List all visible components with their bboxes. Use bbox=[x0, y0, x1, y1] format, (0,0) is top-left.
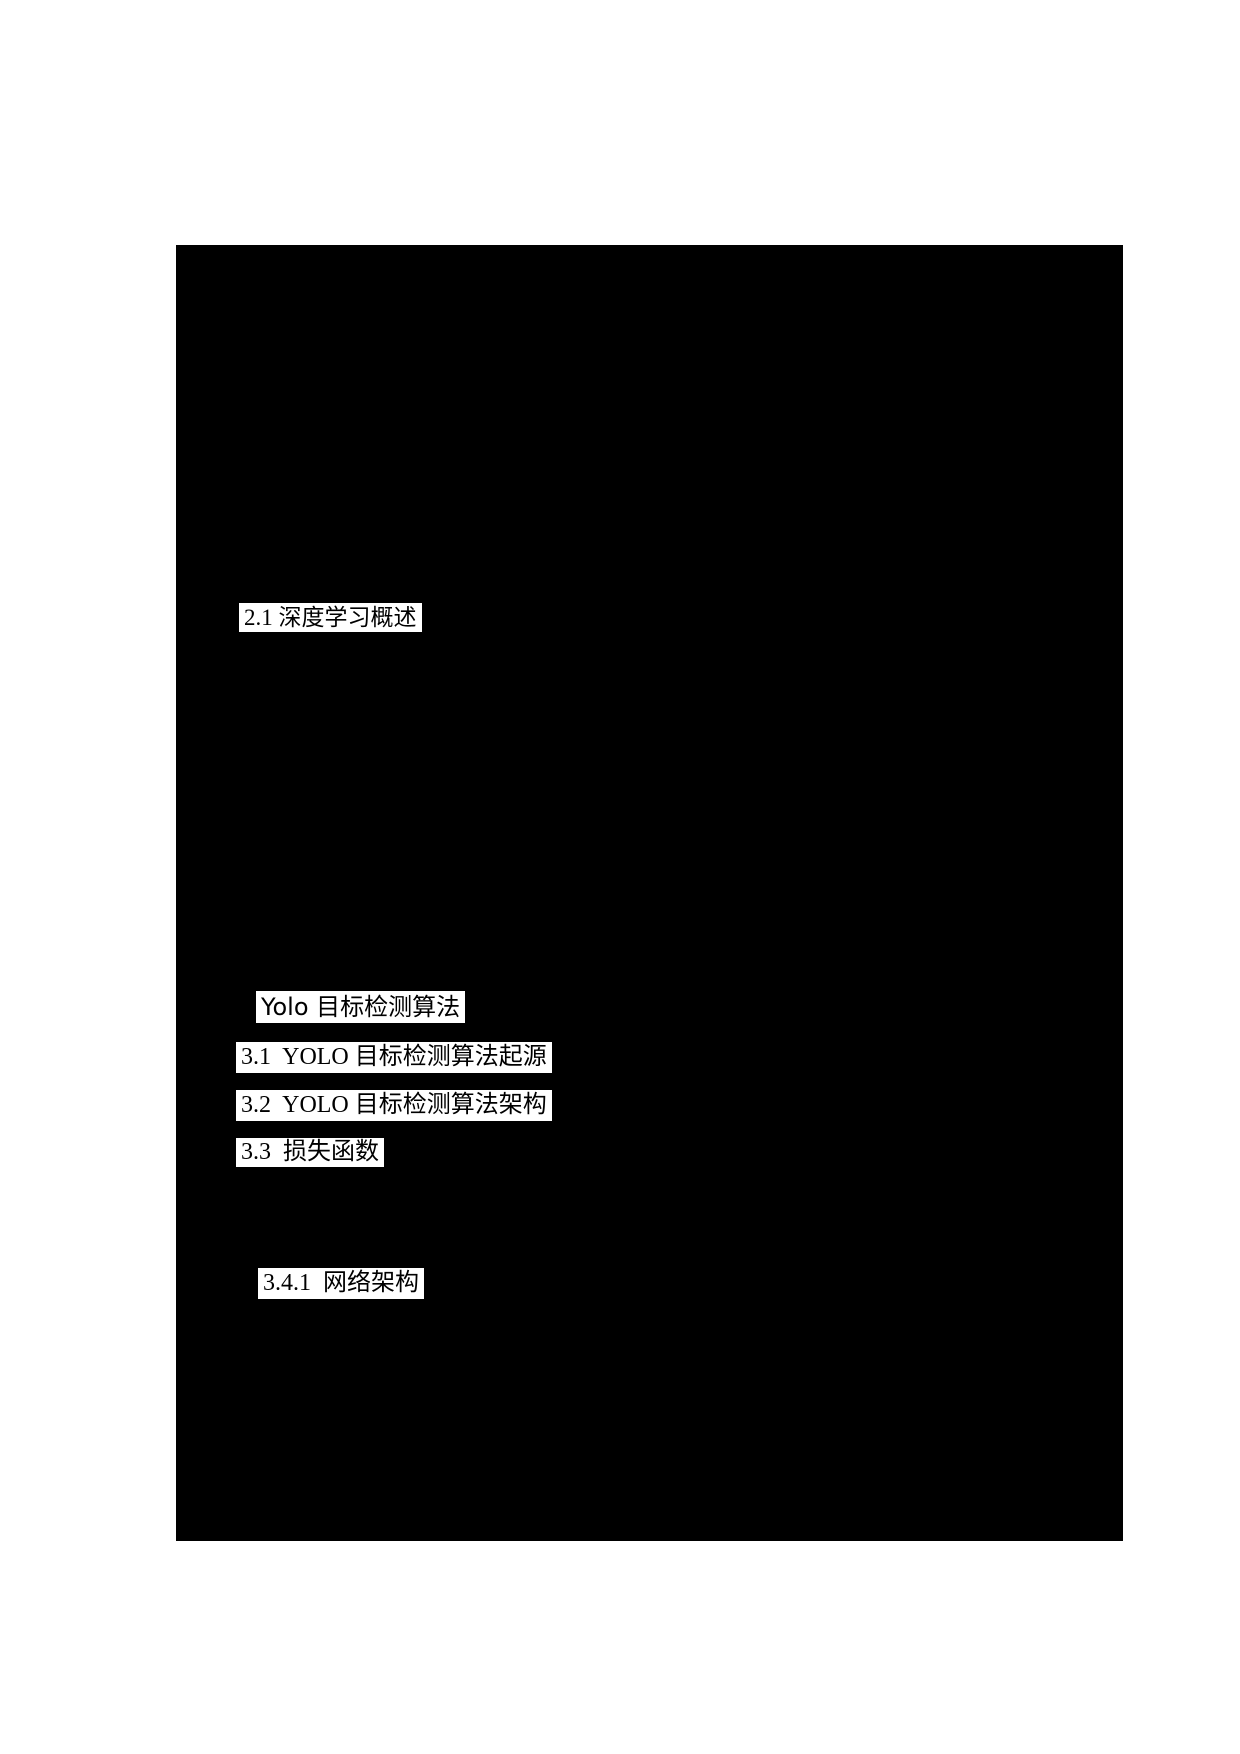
document-page: 2.1 深度学习概述 Yolo 目标检测算法 3.1 YOLO 目标检测算法起源… bbox=[176, 245, 1123, 1541]
heading-chapter-yolo: Yolo 目标检测算法 bbox=[256, 991, 466, 1023]
heading-section-3-2: 3.2 YOLO 目标检测算法架构 bbox=[236, 1090, 552, 1121]
heading-section-3-3: 3.3 损失函数 bbox=[236, 1138, 384, 1167]
heading-section-2-1: 2.1 深度学习概述 bbox=[239, 603, 422, 632]
heading-section-3-4-1: 3.4.1 网络架构 bbox=[258, 1268, 424, 1299]
heading-section-3-1: 3.1 YOLO 目标检测算法起源 bbox=[236, 1042, 552, 1073]
